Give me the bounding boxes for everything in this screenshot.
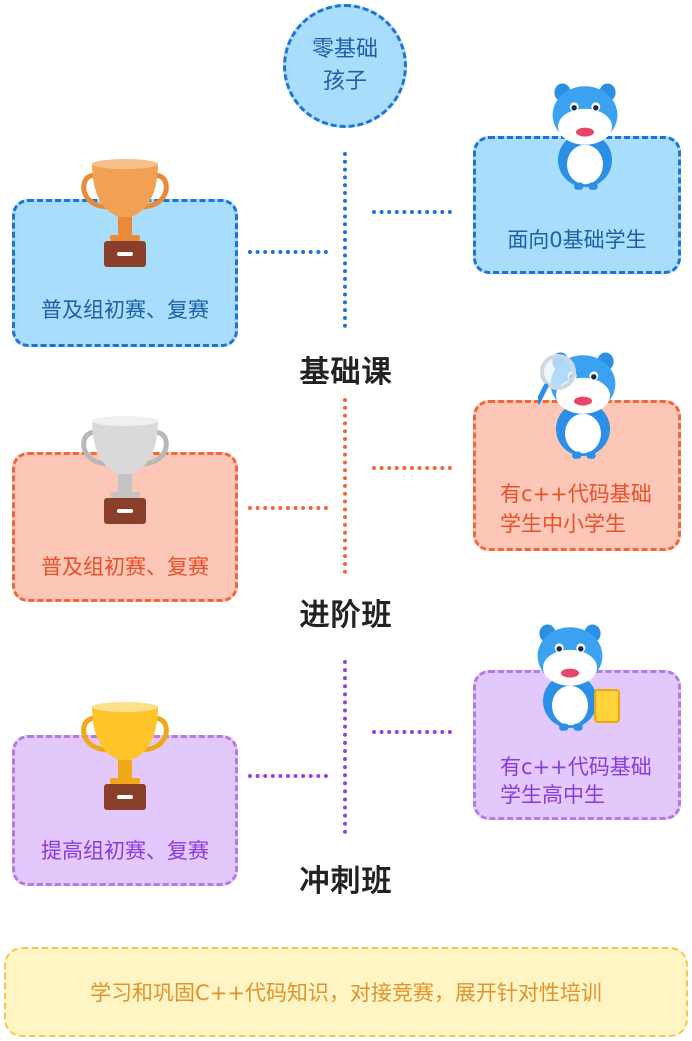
summary-text: 学习和巩固C++代码知识，对接竞赛，展开针对性培训 [90,981,602,1005]
connector-left-3 [248,774,328,778]
stage3-title: 冲刺班 [299,864,393,899]
hippo-book-icon [537,624,620,731]
connector-left-1 [248,250,328,254]
connector-left-2 [248,506,328,510]
timeline-segment-2 [343,398,347,574]
start-node-line2: 孩子 [322,69,367,94]
connector-right-2 [372,466,452,470]
stage2-audience-line1: 有c++代码基础 [500,482,652,506]
timeline-segment-1 [343,152,347,328]
hippo-waving-icon [552,83,618,190]
stage3-audience-line2: 学生高中生 [500,783,605,807]
stage2-title: 进阶班 [299,598,393,633]
connector-right-1 [372,210,452,214]
stage2-goal-label: 普及组初赛、复赛 [41,555,209,579]
stage1-goal-label: 普及组初赛、复赛 [41,298,209,322]
hippo-magnifier-icon [538,352,616,459]
summary-banner: 学习和巩固C++代码知识，对接竞赛，展开针对性培训 [4,947,688,1037]
connector-right-3 [372,730,452,734]
stage3-goal-label: 提高组初赛、复赛 [41,839,209,863]
start-node-circle: 零基础 孩子 [283,4,407,128]
bronze-trophy-icon [81,159,169,267]
gold-trophy-icon [81,702,169,810]
stage1-audience-line1: 面向0基础学生 [507,228,647,252]
stage3-audience-line1: 有c++代码基础 [500,755,652,779]
stage1-title: 基础课 [299,355,393,390]
stage2-audience-line2: 学生中小学生 [500,512,626,536]
start-node-line1: 零基础 [311,37,378,62]
timeline-segment-3 [343,660,347,834]
silver-trophy-icon [81,416,169,524]
